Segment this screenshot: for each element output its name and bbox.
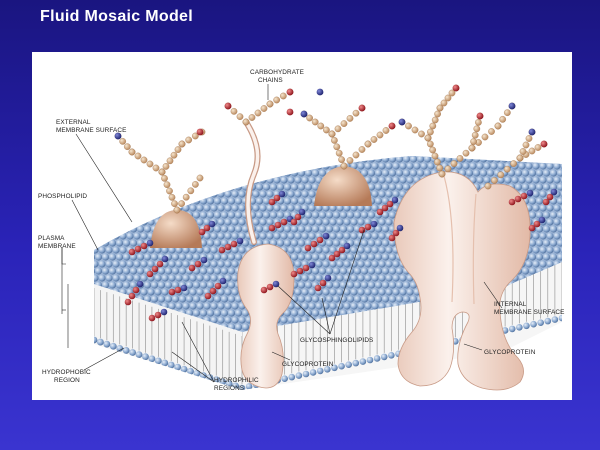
label-phospholipid: PHOSPHOLIPID bbox=[38, 193, 87, 200]
glycosphingolipid-chains bbox=[124, 188, 558, 322]
label-internal-surface-2: MEMBRANE SURFACE bbox=[494, 309, 565, 316]
leader-lines bbox=[61, 84, 503, 383]
label-external-surface-2: MEMBRANE SURFACE bbox=[56, 127, 127, 134]
label-plasma-membrane-2: MEMBRANE bbox=[38, 243, 76, 250]
glycoprotein-left bbox=[237, 119, 295, 389]
label-hydrophobic-region-2: REGION bbox=[54, 377, 80, 384]
label-hydrophilic-regions-1: HYDROPHILIC bbox=[214, 377, 259, 384]
label-plasma-membrane-1: PLASMA bbox=[38, 235, 65, 242]
label-carbohydrate-chains-1: CARBOHYDRATE bbox=[250, 69, 304, 76]
label-glycoprotein-right: GLYCOPROTEIN bbox=[484, 349, 536, 356]
label-glycoprotein-left: GLYCOPROTEIN bbox=[282, 361, 334, 368]
glycoprotein-right bbox=[393, 171, 531, 391]
label-internal-surface-1: INTERNAL bbox=[494, 301, 527, 308]
membrane-diagram: CARBOHYDRATE CHAINS EXTERNAL MEMBRANE SU… bbox=[38, 69, 565, 392]
label-hydrophilic-regions-2: REGIONS bbox=[214, 385, 244, 392]
carbohydrate-chains bbox=[114, 84, 548, 214]
label-glycosphingolipids: GLYCOSPHINGOLIPIDS bbox=[300, 337, 373, 344]
label-carbohydrate-chains-2: CHAINS bbox=[258, 77, 283, 84]
membrane-figure: CARBOHYDRATE CHAINS EXTERNAL MEMBRANE SU… bbox=[32, 52, 572, 400]
peripheral-protein-dome bbox=[150, 166, 372, 248]
slide-title: Fluid Mosaic Model bbox=[40, 8, 193, 25]
label-hydrophobic-region-1: HYDROPHOBIC bbox=[42, 369, 91, 376]
label-external-surface-1: EXTERNAL bbox=[56, 119, 91, 126]
